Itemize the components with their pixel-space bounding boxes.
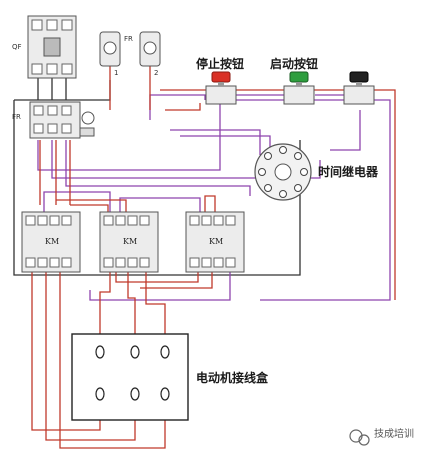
control-wire-4 (43, 191, 111, 215)
control-wire-3 (65, 140, 251, 196)
control-wire-11 (170, 129, 261, 155)
circuit-breaker (27, 15, 77, 79)
ground-loop-wire (13, 100, 301, 276)
contactor-2 (99, 211, 159, 273)
wechat-icon (349, 429, 370, 446)
motor-terminal-box (71, 333, 189, 421)
motor-box-label: 电动机接线盒 (196, 371, 269, 385)
thermal-relay (29, 101, 95, 139)
contactor-3 (185, 211, 245, 273)
stop-button (205, 71, 237, 105)
thermal-relay-label: FR (12, 113, 21, 121)
thermal-relay-top-label: FR (124, 35, 133, 43)
breaker-label: QF (12, 43, 22, 51)
fuse-1-label: 1 (114, 69, 119, 77)
contactor-2-label: KM (123, 237, 138, 246)
stop-button-label: 停止按钮 (196, 57, 245, 71)
contactor-3-label: KM (209, 237, 224, 246)
control-wire-12 (180, 135, 271, 150)
contactor-1-label: KM (45, 237, 60, 246)
control-wire-10 (330, 110, 361, 151)
red-bridge-3 (204, 195, 216, 212)
red-control-short (165, 103, 201, 111)
control-wire-7 (149, 94, 206, 120)
contactor-1 (21, 211, 81, 273)
red-control-long (160, 89, 396, 300)
terminal-u2 (130, 387, 140, 401)
control-wire-2 (51, 140, 321, 179)
terminal-w2 (95, 387, 105, 401)
red-star-2 (140, 270, 213, 289)
red-star-1 (115, 270, 199, 283)
red-motor-6 (145, 270, 166, 340)
top-left-wire (14, 80, 111, 101)
terminal-u1 (95, 345, 105, 359)
fuse-2 (139, 31, 161, 67)
terminal-v2 (160, 387, 170, 401)
red-motor-5 (127, 270, 136, 340)
control-wire-5 (119, 197, 201, 215)
start-button (283, 71, 315, 105)
terminal-v1 (130, 345, 140, 359)
fuse-1 (99, 31, 121, 67)
watermark-text: 技成培训 (374, 429, 414, 440)
start-button-label: 启动按钮 (270, 57, 319, 71)
time-relay-label: 时间继电器 (318, 165, 379, 179)
red-motor-4 (99, 270, 111, 340)
fuse-2-label: 2 (154, 69, 159, 77)
terminal-w1 (160, 345, 170, 359)
third-button (343, 71, 375, 105)
red-bridge-2 (56, 199, 127, 215)
time-relay-socket (254, 143, 312, 201)
red-motor-3 (59, 270, 166, 449)
